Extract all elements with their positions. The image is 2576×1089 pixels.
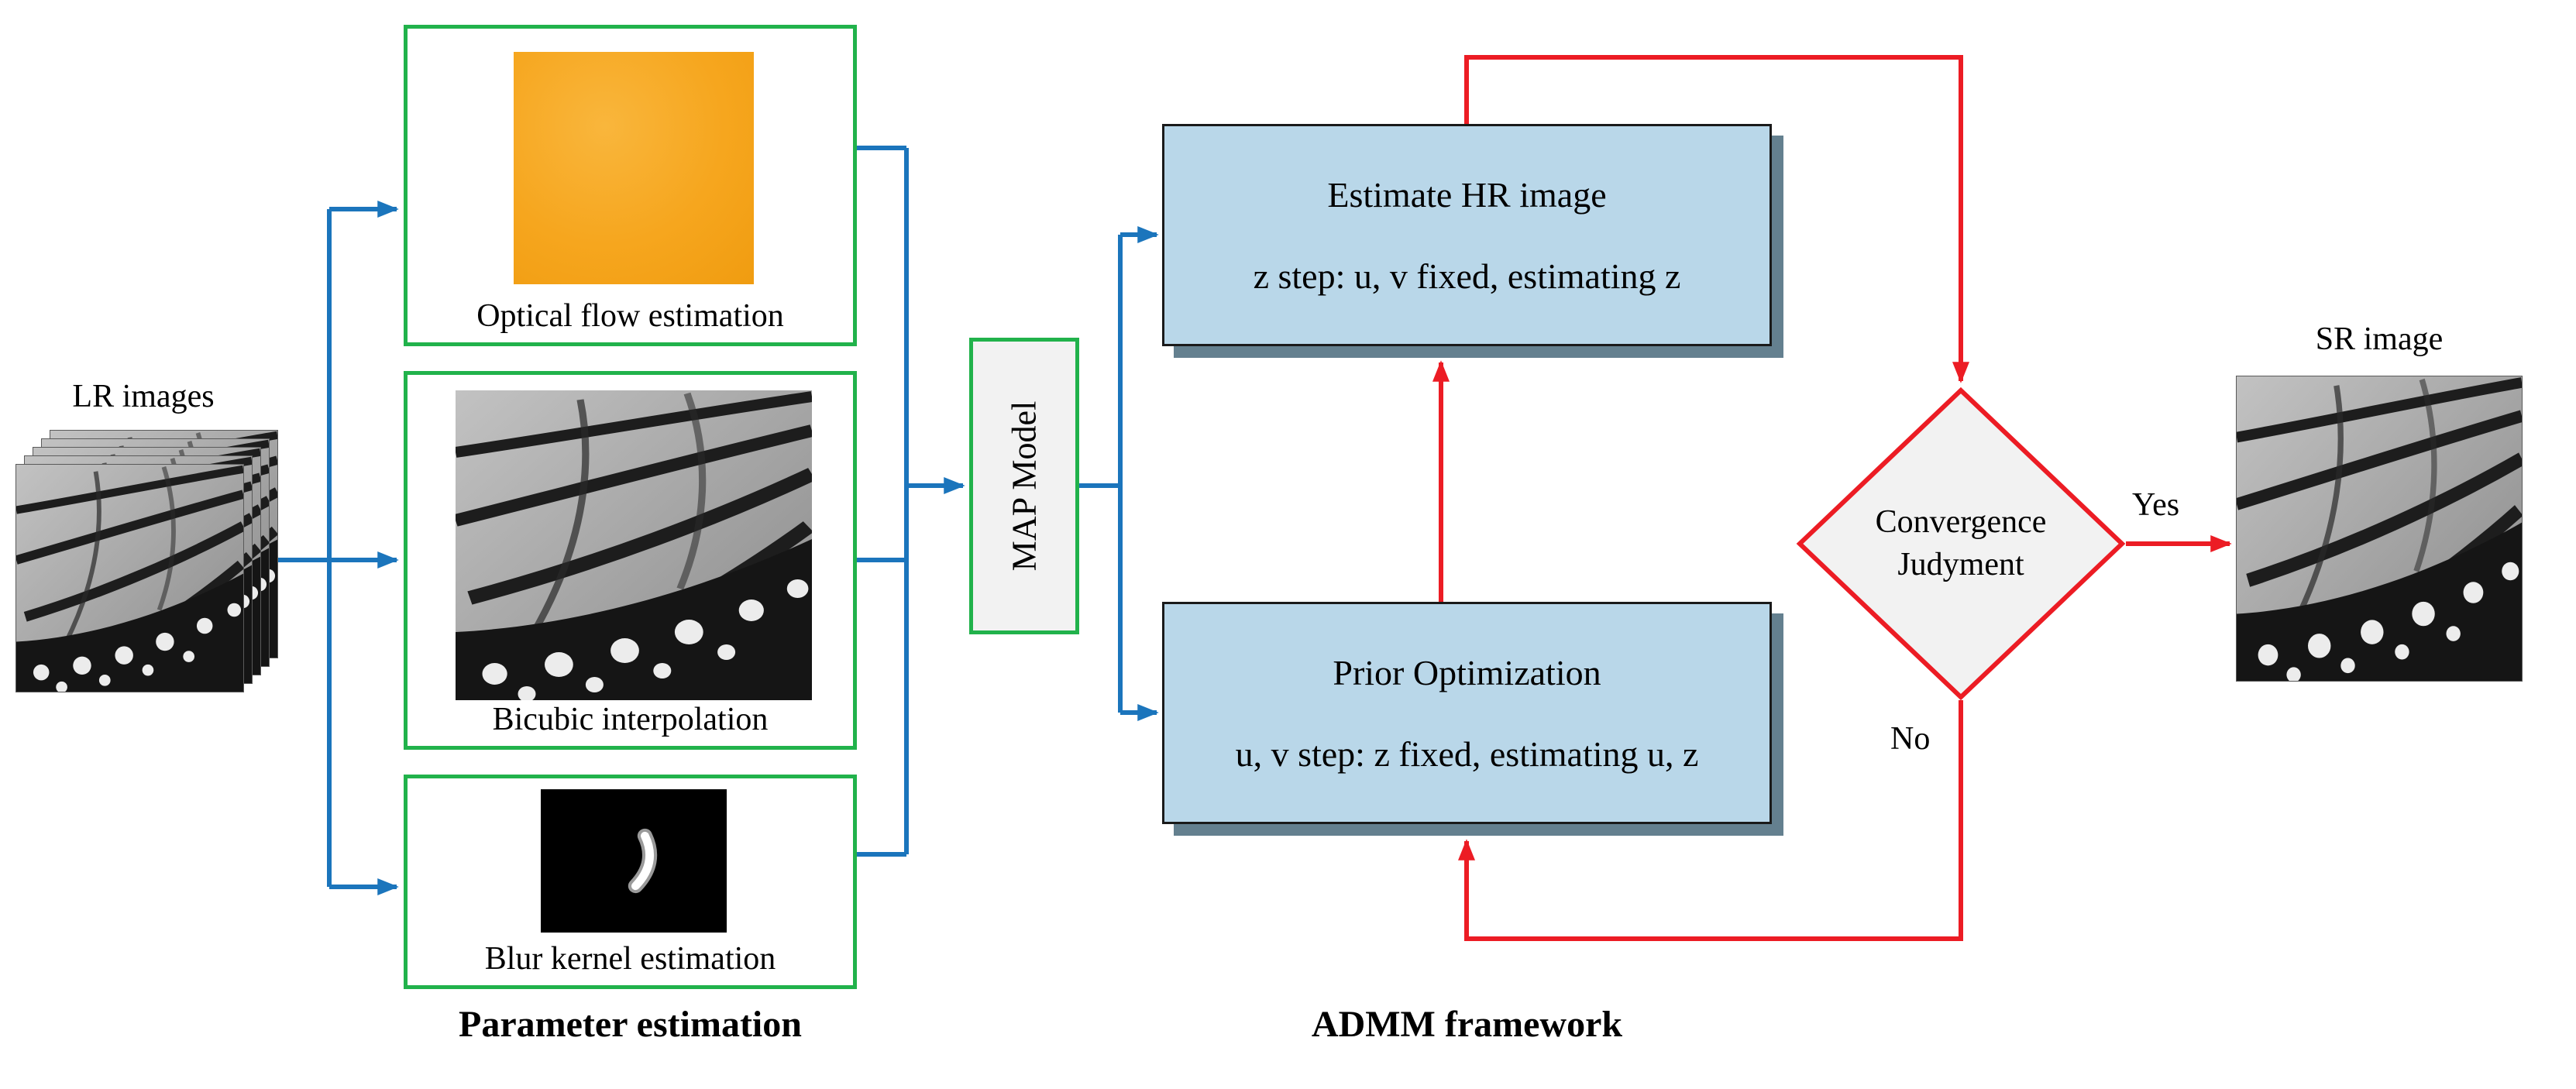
admm-framework-caption: ADMM framework <box>1311 1004 1623 1045</box>
estimate-hr-box: Estimate HR image z step: u, v fixed, es… <box>1162 124 1772 346</box>
convergence-text: Convergence Judyment <box>1796 387 2126 700</box>
convergence-diamond: Convergence Judyment <box>1796 386 2126 701</box>
bicubic-image <box>456 390 812 700</box>
sr-image <box>2236 376 2523 682</box>
prior-optimization-title: Prior Optimization <box>1333 652 1601 692</box>
convergence-line1: Convergence <box>1875 504 2047 541</box>
map-model-label: MAP Model <box>1005 400 1044 572</box>
optical-flow-label: Optical flow estimation <box>476 298 784 334</box>
prior-optimization-box: Prior Optimization u, v step: z fixed, e… <box>1162 602 1772 824</box>
optical-flow-box: Optical flow estimation <box>404 25 857 346</box>
sr-image-label: SR image <box>2315 321 2444 357</box>
parameter-estimation-caption: Parameter estimation <box>459 1004 802 1045</box>
estimate-hr-detail: z step: u, v fixed, estimating z <box>1253 256 1681 296</box>
blur-kernel-label: Blur kernel estimation <box>484 941 776 977</box>
diamond-shape <box>1796 386 2126 701</box>
map-model-box: MAP Model <box>969 338 1079 634</box>
no-label: No <box>1890 721 1931 757</box>
convergence-line2: Judyment <box>1897 547 2024 582</box>
bicubic-box: Bicubic interpolation <box>404 371 857 750</box>
estimate-hr-title: Estimate HR image <box>1327 174 1607 215</box>
lr-image-stack <box>15 430 278 692</box>
lr-image-front <box>15 464 244 692</box>
yes-label: Yes <box>2132 487 2180 523</box>
optical-flow-image <box>514 52 754 284</box>
lr-images-label: LR images <box>72 379 215 414</box>
blur-kernel-image <box>541 789 727 933</box>
prior-optimization-detail: u, v step: z fixed, estimating u, z <box>1235 733 1699 774</box>
bicubic-label: Bicubic interpolation <box>492 702 769 737</box>
blur-kernel-box: Blur kernel estimation <box>404 775 857 989</box>
